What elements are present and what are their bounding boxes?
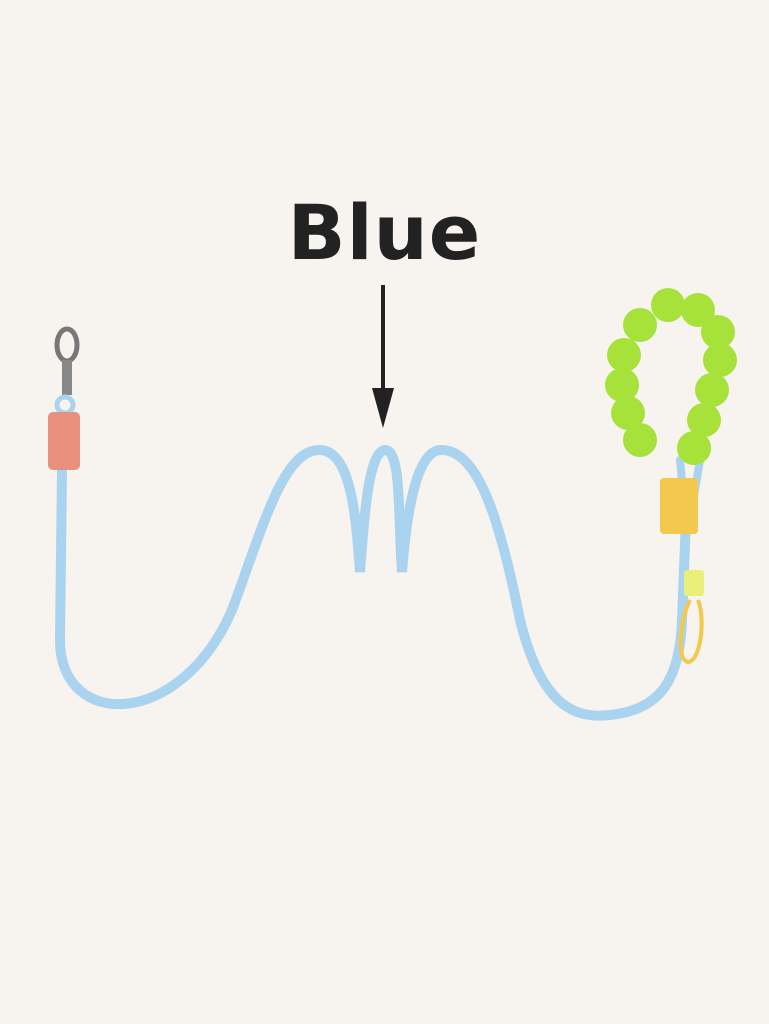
green-bead-handle bbox=[605, 288, 737, 465]
color-label: Blue bbox=[287, 188, 482, 277]
yellow-sleeve bbox=[660, 478, 698, 534]
leash-rope bbox=[54, 444, 691, 721]
pointer-arrow-icon bbox=[372, 285, 394, 428]
snap-hook-clasp-icon bbox=[54, 326, 80, 416]
small-carabiner-icon bbox=[678, 570, 704, 665]
pink-stopper bbox=[48, 412, 80, 470]
